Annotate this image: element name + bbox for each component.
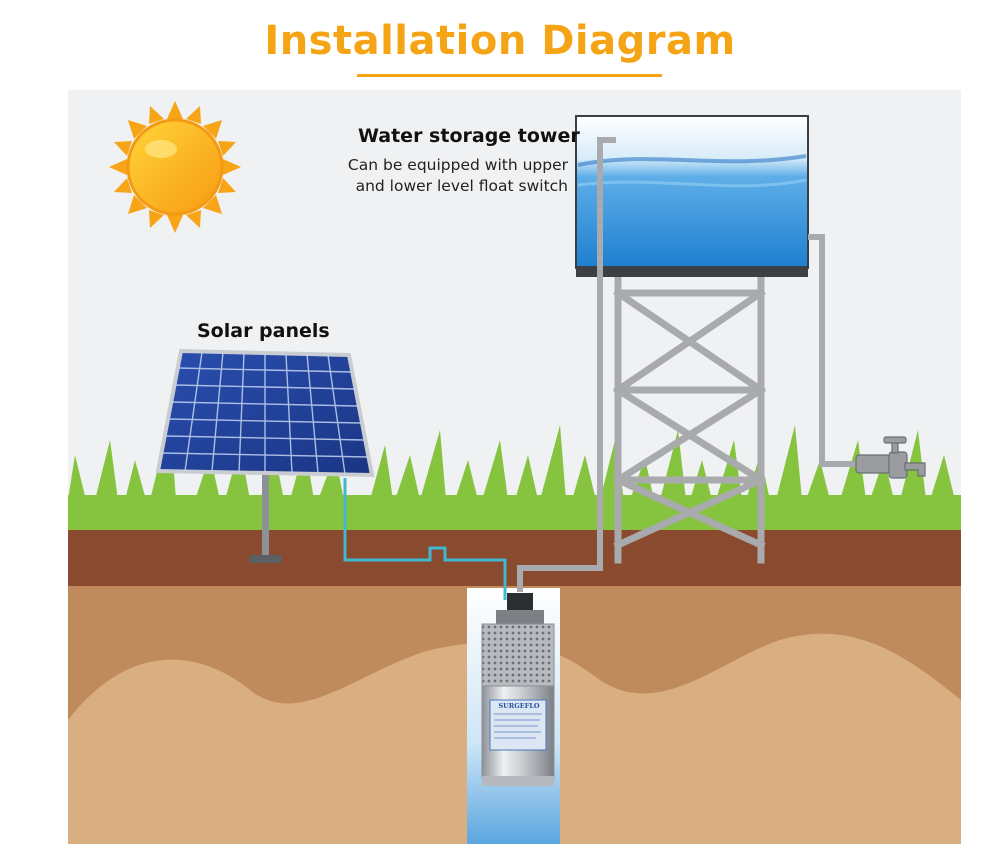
- solar-panel-icon: [155, 348, 375, 563]
- topsoil-layer: [68, 528, 961, 588]
- submersible-pump-icon: [481, 593, 555, 786]
- water-pipes: [517, 137, 866, 592]
- solar-panels-label: Solar panels: [197, 320, 330, 342]
- tower-note-line1: Can be equipped with upper: [347, 156, 568, 174]
- grass: [68, 420, 961, 530]
- title-underline: [357, 74, 662, 77]
- sun-icon: [109, 101, 241, 233]
- page-title: Installation Diagram: [264, 18, 736, 64]
- tower-title-label: Water storage tower: [358, 125, 580, 147]
- faucet-icon: [855, 436, 926, 479]
- power-cable: [343, 478, 507, 600]
- tower-note-line2: and lower level float switch: [355, 177, 568, 195]
- pump-brand-label: SURGEFLO: [498, 702, 540, 710]
